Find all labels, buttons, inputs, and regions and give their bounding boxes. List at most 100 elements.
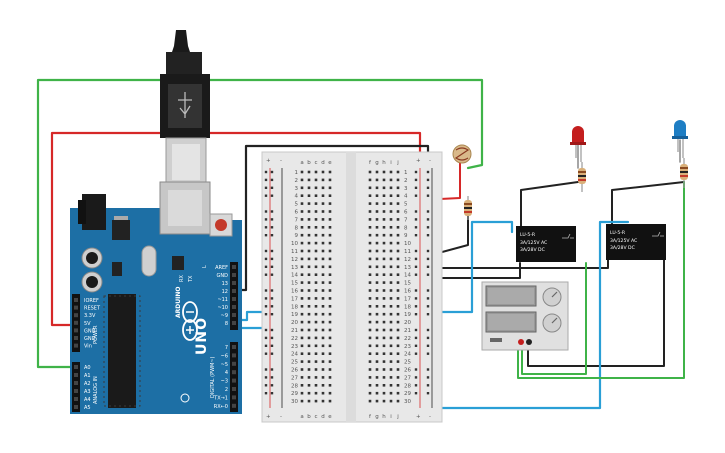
digital-pin-label: GND xyxy=(217,273,229,279)
digital-pin[interactable] xyxy=(232,321,236,325)
digital-pin[interactable] xyxy=(232,273,236,277)
digital-label: DIGITAL (PWM~) xyxy=(210,356,216,398)
usb-plug-icon[interactable] xyxy=(160,30,210,187)
digital-pin[interactable] xyxy=(232,281,236,285)
digital-pin[interactable] xyxy=(232,353,236,358)
digital-header-bottom xyxy=(230,342,238,412)
row-label-right: 22 xyxy=(404,336,411,342)
arduino-logo-icon xyxy=(182,301,198,341)
wire-green-a0[interactable] xyxy=(36,78,484,369)
power-pin[interactable] xyxy=(74,313,78,318)
digital-pin[interactable] xyxy=(232,297,236,301)
row-label-right: 1 xyxy=(404,170,408,176)
digital-pin-label: RX←0 xyxy=(214,404,228,410)
row-label-right: 23 xyxy=(404,344,411,350)
digital-pin[interactable] xyxy=(232,361,236,366)
analog-pin[interactable] xyxy=(74,405,78,409)
row-label-right: 8 xyxy=(404,225,408,231)
rail-plus-bottom-left: + xyxy=(266,414,271,420)
row-label-left: 13 xyxy=(291,265,298,271)
wire-black-relay1[interactable] xyxy=(419,262,521,279)
digital-pin[interactable] xyxy=(232,403,236,408)
digital-pin[interactable] xyxy=(232,289,236,293)
row-label-left: 30 xyxy=(291,399,298,405)
power-pin[interactable] xyxy=(74,336,78,340)
col-label-top: h xyxy=(382,160,386,166)
analog-pin[interactable] xyxy=(74,397,78,401)
digital-pin[interactable] xyxy=(232,313,236,317)
col-label-bottom: c xyxy=(314,414,317,420)
row-label-right: 14 xyxy=(404,273,411,279)
power-pin[interactable] xyxy=(74,343,78,348)
row-label-left: 22 xyxy=(291,336,298,342)
wire-black-ps[interactable] xyxy=(527,242,665,367)
row-label-right: 11 xyxy=(404,249,411,255)
row-label-right: 4 xyxy=(404,194,408,200)
digital-pin-label: AREF xyxy=(215,265,228,271)
analog-pin-label: A4 xyxy=(84,397,91,403)
rail-minus-top-left: - xyxy=(280,158,282,164)
led-red-icon[interactable] xyxy=(570,126,586,162)
row-label-left: 17 xyxy=(291,296,298,302)
photoresistor-icon[interactable] xyxy=(452,144,472,164)
ps-positive-terminal[interactable] xyxy=(518,339,524,345)
row-label-left: 10 xyxy=(291,241,298,247)
rail-plus-top-left: + xyxy=(266,158,271,164)
analog-pin[interactable] xyxy=(74,373,78,377)
ps-negative-terminal[interactable] xyxy=(526,339,532,345)
wire-blue-10[interactable] xyxy=(235,220,514,322)
col-label-bottom: a xyxy=(300,414,303,420)
wire-black-relay2-top[interactable] xyxy=(611,181,685,229)
power-supply-icon[interactable] xyxy=(481,281,569,351)
relay-1[interactable]: LU-5-R 3A/125V AC 3A/28V DC xyxy=(516,226,576,262)
col-label-top: b xyxy=(307,160,311,166)
power-pin[interactable] xyxy=(74,305,78,310)
analog-pin-label: A3 xyxy=(84,389,91,395)
power-pin[interactable] xyxy=(74,298,78,302)
col-label-top: f xyxy=(369,160,372,166)
rail-minus-bottom-right: - xyxy=(429,414,431,420)
wire-green-relay1[interactable] xyxy=(521,262,587,375)
row-label-left: 29 xyxy=(291,391,298,397)
digital-pin[interactable] xyxy=(232,265,236,269)
resistor-red-led[interactable] xyxy=(578,162,586,192)
relay-2[interactable]: LU-5-R 3A/125V AC 3A/28V DC xyxy=(606,224,666,260)
resistor-blue-led[interactable] xyxy=(680,158,688,188)
digital-pin[interactable] xyxy=(232,370,236,375)
power-pin[interactable] xyxy=(74,328,78,333)
analog-pin-label: A2 xyxy=(84,381,91,387)
row-label-right: 3 xyxy=(404,186,408,192)
digital-pin[interactable] xyxy=(232,395,236,400)
digital-pin[interactable] xyxy=(232,387,236,391)
row-label-right: 12 xyxy=(404,257,411,263)
digital-pin[interactable] xyxy=(232,345,236,349)
resistor-icon[interactable] xyxy=(464,196,472,220)
col-label-top: j xyxy=(396,160,399,166)
wire-black-relay2[interactable] xyxy=(419,242,609,269)
analog-pin[interactable] xyxy=(74,389,78,393)
analog-pin[interactable] xyxy=(74,365,78,369)
row-label-left: 12 xyxy=(291,257,298,263)
relay-1-model: LU-5-R xyxy=(520,232,536,238)
col-label-top: d xyxy=(321,160,325,166)
rail-plus-bottom-right: + xyxy=(416,414,421,420)
row-label-left: 14 xyxy=(291,273,298,279)
row-label-right: 17 xyxy=(404,296,411,302)
digital-pin[interactable] xyxy=(232,378,236,383)
digital-pin[interactable] xyxy=(232,305,236,309)
row-label-right: 18 xyxy=(404,304,411,310)
col-label-top: e xyxy=(328,160,332,166)
rx-label: RX xyxy=(179,275,185,282)
rail-minus-bottom-left: - xyxy=(280,414,282,420)
led-blue-icon[interactable] xyxy=(672,120,688,158)
atmega-chip xyxy=(108,294,136,408)
digital-pin-label: ~11 xyxy=(217,297,228,303)
relay-2-line2: 3A/28V DC xyxy=(610,245,635,251)
wire-green-relay2[interactable] xyxy=(517,181,685,379)
wire-black-relay1-top[interactable] xyxy=(520,181,579,227)
power-pin[interactable] xyxy=(74,320,78,325)
analog-pin[interactable] xyxy=(74,381,78,385)
